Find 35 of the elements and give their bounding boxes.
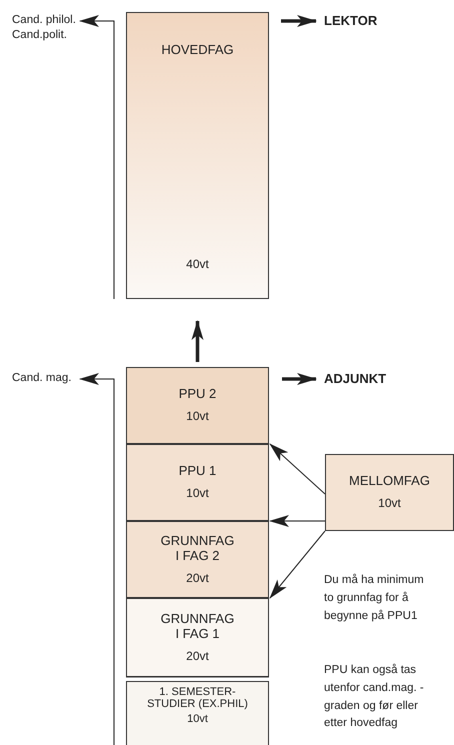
arrow xyxy=(269,515,326,527)
study-block xyxy=(325,454,454,531)
arrow xyxy=(79,15,114,300)
arrow xyxy=(269,530,326,599)
arrow xyxy=(192,320,204,362)
note-text: Du må ha minimum to grunnfag for å begynne på PPU1 xyxy=(324,572,425,624)
block-title: 1. SEMESTER- STUDIER (EX.PHIL) xyxy=(146,686,249,710)
study-block xyxy=(126,12,269,299)
study-block xyxy=(126,367,269,444)
credit-value: 10vt xyxy=(186,487,209,501)
arrow xyxy=(79,373,114,745)
arrow xyxy=(281,15,317,27)
block-title: PPU 1 xyxy=(178,464,216,480)
block-title: GRUNNFAG I FAG 1 xyxy=(160,612,236,642)
degree-label: Cand. mag. xyxy=(12,371,72,386)
study-block xyxy=(126,681,269,745)
study-block xyxy=(126,598,269,677)
degree-label: Cand. philol. Cand.polit. xyxy=(12,13,78,43)
credit-value: 10vt xyxy=(187,713,208,726)
study-block xyxy=(126,444,269,521)
block-title: GRUNNFAG I FAG 2 xyxy=(160,534,236,564)
degree-label: LEKTOR xyxy=(324,13,394,30)
block-title: MELLOMFAG xyxy=(349,474,430,490)
study-block xyxy=(126,521,269,598)
block-title: PPU 2 xyxy=(178,387,216,402)
arrow xyxy=(282,373,317,385)
credit-value: 40vt xyxy=(186,258,209,272)
arrow xyxy=(269,443,326,494)
credit-value: 20vt xyxy=(186,572,209,586)
credit-value: 20vt xyxy=(186,650,209,664)
credit-value: 10vt xyxy=(378,497,401,511)
block-title: HOVEDFAG xyxy=(161,43,234,58)
credit-value: 10vt xyxy=(186,410,209,424)
note-text: PPU kan også tas utenfor cand.mag. -graden og før eller etter hovedfag xyxy=(324,662,425,732)
degree-label: ADJUNKT xyxy=(324,371,404,388)
